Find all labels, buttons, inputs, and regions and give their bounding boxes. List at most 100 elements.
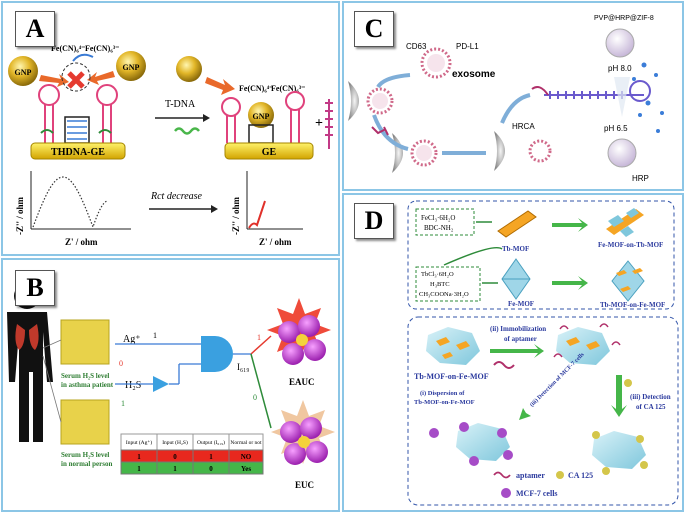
truth-table-value: Yes [241, 465, 251, 473]
truth-table-header: Normal or not [230, 440, 262, 446]
asthma-label-line1: Serum H₂S level [61, 372, 109, 380]
mcf7-cell-icon [429, 428, 439, 438]
aptamer-icon [371, 126, 389, 136]
exosome-icon [528, 139, 552, 163]
panel-b: Serum H₂S level in asthma patient Serum … [1, 258, 340, 512]
zif8-particle-icon [607, 138, 637, 168]
panel-label-b: B [15, 270, 55, 306]
normal-label-line2: in normal person [61, 460, 112, 468]
panel-label-c: C [354, 11, 394, 47]
pdl1-label: PD-L1 [456, 42, 479, 51]
tb-mof-on-fe-mof-cluster [426, 327, 480, 365]
legend-aptamer-label: aptamer [516, 471, 545, 480]
panel-b-diagram: Serum H₂S level in asthma patient Serum … [7, 283, 335, 490]
nyquist-curve-right [248, 200, 266, 229]
truth-table-value: 1 [137, 465, 141, 473]
panel-a-diagram: GNP GNP Fe(CN)₆⁴⁻ Fe(CN)₆³⁻ THDNA-GE T-D… [8, 44, 333, 247]
cluster-with-ca125 [592, 431, 648, 475]
legend-mcf7-icon [501, 488, 511, 498]
fe-mof-icon [501, 258, 531, 300]
panel-d-diagram: FeCl₃·6H₂O BDC-NH₂ TbCl₃·6H₂O H₃BTC CH₃C… [407, 200, 679, 506]
truth-table-header: Input (Ag⁺) [126, 439, 152, 446]
eauc-label: EAUC [289, 377, 315, 387]
release-beam [614, 77, 630, 117]
fe-on-tb-icon [606, 208, 644, 237]
step3b-label: (iii) Detection of MCF-7 cells [528, 351, 586, 409]
application-box [407, 316, 679, 506]
input-one-a: 1 [153, 331, 157, 340]
hrp-label: HRP [632, 174, 649, 183]
reagent-box-top [415, 208, 475, 236]
sample-image-asthma [60, 319, 110, 365]
hrca-product-icon [544, 91, 644, 99]
panel-label-d: D [354, 203, 394, 239]
fe-mof-label: Fe-MOF [508, 300, 534, 308]
cluster-with-cells [456, 422, 513, 466]
reagent-bottom-2: H₃BTC [430, 281, 450, 288]
sample-image-normal [60, 399, 110, 445]
fecn3-label-right: Fe(CN)₆³⁻ [271, 84, 305, 93]
reagent-box-bottom [415, 266, 481, 302]
gnp-particle [248, 102, 274, 128]
xlabel-left: Z' / ohm [65, 237, 98, 247]
green-arrow [519, 373, 566, 420]
legend-ca125-icon [556, 471, 564, 479]
truth-table-value: 1 [209, 453, 213, 461]
aptamer-modified-cluster [553, 323, 621, 365]
green-arrow [490, 344, 544, 358]
exosome-icon [410, 139, 438, 167]
reagent-top-1: FeCl₃·6H₂O [421, 214, 455, 222]
arrow-shape [205, 77, 235, 95]
euc-label: EUC [295, 480, 314, 490]
blocked-cross-icon [67, 71, 85, 89]
zif8-label: PVP@HRP@ZIF-8 [594, 15, 654, 22]
flow-arrow [372, 114, 409, 151]
cd63-label: CD63 [406, 42, 427, 51]
euc-cluster-icon [271, 400, 335, 465]
output-zero: 0 [253, 393, 257, 402]
tb-on-fe-main-label: Tb-MOF-on-Fe-MOF [414, 372, 489, 381]
ylabel-left: -Z'' / ohm [15, 196, 25, 235]
truth-table: Input (Ag⁺)Input (H₂S)Output (I₆₁₉)Norma… [120, 433, 264, 475]
green-arrow [552, 218, 588, 232]
asthma-label-line2: in asthma patient [61, 381, 114, 389]
panel-d: FeCl₃·6H₂O BDC-NH₂ TbCl₃·6H₂O H₃BTC CH₃C… [342, 193, 684, 512]
gnp-particle [8, 56, 38, 86]
step1-line1: (i) Dispersion of [420, 390, 465, 397]
truth-table-value: 1 [173, 465, 177, 473]
exosome-icon [420, 47, 452, 79]
electrode-icon [348, 81, 359, 121]
legend-ca125-label: CA 125 [568, 471, 593, 480]
flow-arrow [376, 73, 411, 89]
panel-a: GNP GNP Fe(CN)₆⁴⁻ Fe(CN)₆³⁻ THDNA-GE T-D… [1, 1, 340, 256]
truth-table-header: Output (I₆₁₉) [197, 439, 225, 446]
input-ag-label: Ag⁺ [123, 334, 141, 345]
tb-on-fe-label: Tb-MOF-on-Fe-MOF [600, 301, 665, 309]
electrode-icon [392, 133, 403, 173]
step1-line2: Tb-MOF-on-Fe-MOF [414, 399, 475, 406]
step2-line2: of aptamer [504, 335, 537, 343]
reagent-top-2: BDC-NH₂ [424, 224, 454, 232]
fe-on-tb-label: Fe-MOF-on-Tb-MOF [598, 241, 663, 249]
rct-decrease-label: Rct decrease [150, 191, 203, 202]
zif8-particle-icon [605, 28, 635, 58]
ph8-label: pH 8.0 [608, 64, 632, 73]
and-gate-icon [201, 336, 233, 372]
gnp-label: GNP [253, 112, 270, 121]
tdna-strand-icon [174, 127, 200, 135]
arrow-shape [39, 74, 69, 87]
dashed-circle [61, 62, 91, 92]
xlabel-right: Z' / ohm [259, 237, 292, 247]
electrode-left-label: THDNA-GE [51, 147, 105, 158]
green-arrow [611, 375, 627, 417]
fecn4-label-right: Fe(CN)₆⁴⁻ [239, 84, 273, 93]
truth-table-value: 0 [209, 465, 213, 473]
panel-label-a: A [15, 11, 55, 47]
human-silhouette-icon [7, 283, 53, 442]
tb-mof-icon [497, 210, 537, 238]
ph65-label: pH 6.5 [604, 124, 628, 133]
truth-table-value: 1 [137, 453, 141, 461]
step3-line1: (iii) Detection [630, 393, 671, 401]
normal-label-line1: Serum H₂S level [61, 451, 109, 459]
ylabel-right: -Z'' / ohm [231, 196, 241, 235]
